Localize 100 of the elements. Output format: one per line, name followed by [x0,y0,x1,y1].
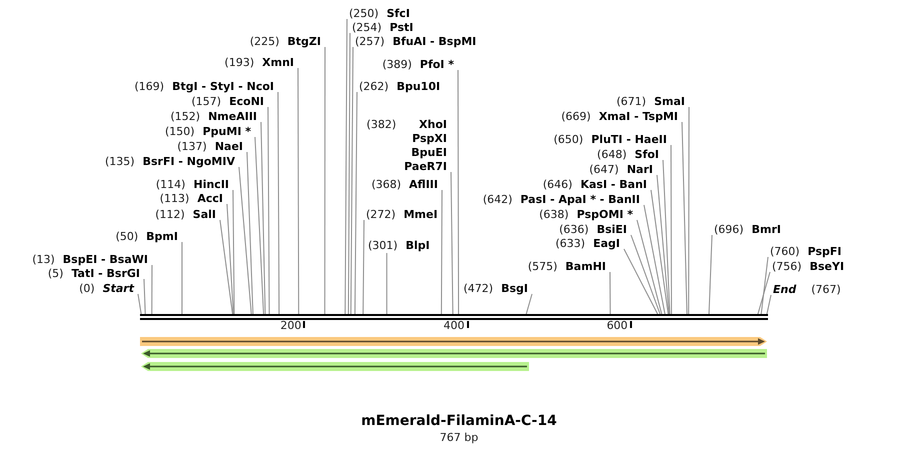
enzyme-name: BsgI [501,282,528,296]
leader-line [757,272,770,314]
cut-position: (382) [366,118,396,132]
leader-line [362,220,364,314]
leader-line [708,234,712,314]
cut-position: (225) [250,35,280,49]
sequence-start-label: Start [102,282,134,296]
leader-line [246,152,254,314]
cut-position: (272) [366,208,396,222]
cut-position: (152) [170,110,200,124]
leader-line [760,256,768,314]
cut-position: (301) [368,239,398,253]
cut-position: (633) [556,237,586,251]
cut-position: (50) [116,230,138,244]
enzyme-name: AccI [197,192,223,206]
enzyme-name: NarI [626,163,653,177]
enzyme-name: BlpI [406,239,430,253]
cut-position: (13) [32,253,55,267]
leader-line [526,294,532,314]
leader-line [324,46,326,314]
cut-position: (636) [559,223,589,237]
cut-position: (696) [714,223,744,237]
enzyme-name: PstI [390,21,414,35]
leader-line [226,204,234,314]
enzyme-name: PfoI * [420,58,454,72]
leader-line [238,166,252,314]
leader-line [348,32,350,314]
cut-position: (642) [482,193,512,207]
enzyme-name: TatI - BsrGI [71,267,140,281]
leader-line [298,68,300,314]
leader-line [458,70,460,314]
leader-line [766,294,772,314]
leader-line [440,190,442,314]
leader-line [254,136,264,314]
enzyme-name: BamHI [565,260,606,274]
enzyme-name: SmaI [654,95,685,109]
enzyme-name: PpuMI * [202,125,251,139]
enzyme-name: PspOMI * [576,208,633,222]
enzyme-name: KasI - BanI [580,178,647,192]
leader-line [670,144,672,314]
cut-position: (257) [355,35,385,49]
cut-position: (262) [359,80,389,94]
leader-line [260,122,266,314]
map-title: mEmerald-FilaminA-C-14 [360,413,558,430]
leader-line [354,92,358,314]
leader-line [344,18,348,314]
enzyme-name: BtgI - StyI - NcoI [172,80,274,94]
leader-line [644,204,666,314]
leader-line [662,160,670,314]
enzyme-name: BpmI [146,230,178,244]
cut-position: (137) [177,140,207,154]
leader-line [624,248,658,314]
enzyme-name: NaeI [214,140,243,154]
cut-position: (646) [542,178,572,192]
cut-position: (767) [811,283,841,297]
scale-number: 200 [280,320,302,332]
enzyme-name: XmnI [262,56,294,70]
enzyme-name: PspFI [808,245,842,259]
enzyme-name: PasI - ApaI * - BanII [520,193,640,207]
leader-line [610,272,611,314]
cut-position: (648) [597,148,627,162]
cut-position: (669) [561,110,591,124]
cut-position: (671) [616,95,646,109]
cut-position: (650) [554,133,584,147]
enzyme-name: SalI [192,208,216,222]
dna-backbone [140,314,768,320]
cut-position: (756) [772,260,802,274]
scale-number: 600 [606,320,628,332]
cut-position: (193) [224,56,254,70]
leader-line [636,220,662,314]
enzyme-name: BmrI [752,223,781,237]
leader-line [138,294,142,314]
cut-position: (647) [589,163,619,177]
enzyme-name: NmeAIII [208,110,257,124]
leader-line [682,122,688,314]
leader-line [350,46,354,314]
enzyme-name: XhoI [419,118,447,132]
leader-line [144,278,146,314]
enzyme-name: BseYI [810,260,844,274]
cut-position: (389) [382,58,412,72]
enzyme-name: EagI [593,237,620,251]
leader-line [650,190,669,314]
enzyme-name: BtgZI [287,35,321,49]
leader-line [386,252,388,314]
leader-line [630,234,661,314]
sequence-length: 767 bp [438,431,480,444]
cut-position: (113) [160,192,190,206]
cut-position: (250) [349,7,379,21]
enzyme-name: BpuEI [411,146,447,160]
cut-position: (114) [156,178,186,192]
cut-position: (112) [155,208,185,222]
cut-position: (5) [48,267,64,281]
cut-position: (135) [105,155,135,169]
leader-line [232,190,235,314]
cut-position: (638) [539,208,569,222]
leader-line [151,264,152,314]
enzyme-name: BsrFI - NgoMIV [142,155,235,169]
enzyme-name: BsiEI [596,223,627,237]
cut-position: (575) [528,260,558,274]
leader-line [450,172,454,314]
